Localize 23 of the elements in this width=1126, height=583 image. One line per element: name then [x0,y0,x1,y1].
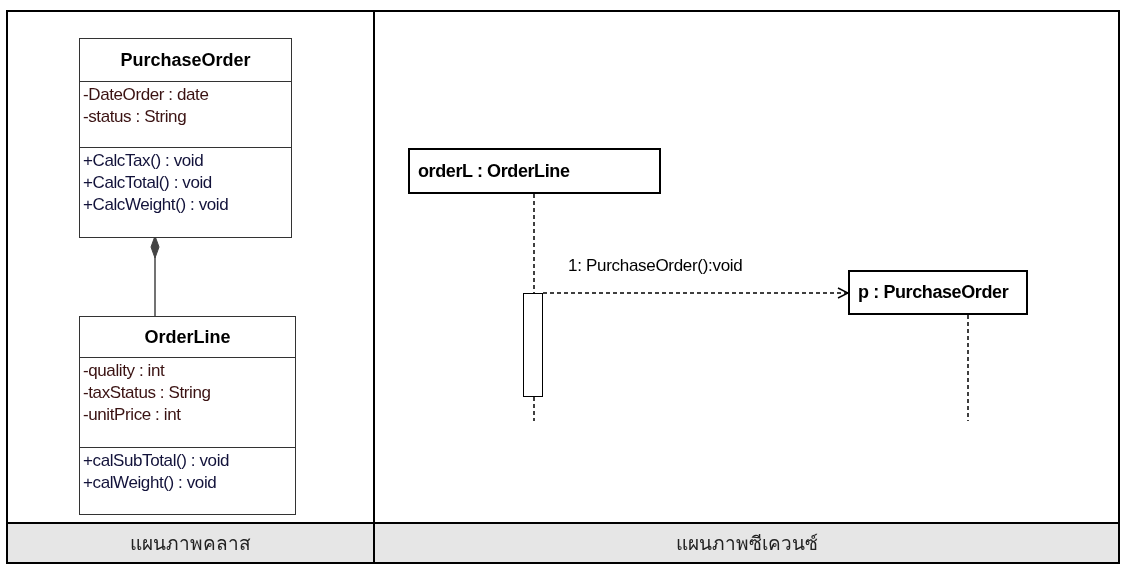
attribute-text: -DateOrder : date [83,84,209,106]
object-box [848,270,1028,315]
object-name: orderL : OrderLine [418,160,570,182]
operation-text: +CalcTax() : void [83,150,204,172]
attribute-text: -unitPrice : int [83,404,181,426]
operation-text: +calSubTotal() : void [83,450,230,472]
attribute-text: -taxStatus : String [83,382,211,404]
caption-cell: แผนภาพคลาส [8,524,373,562]
class-box [79,316,296,515]
activation-bar [523,293,543,397]
class-name: OrderLine [144,326,231,348]
edge-label: 1: PurchaseOrder():void [568,256,743,276]
operation-text: +CalcTotal() : void [83,172,212,194]
operation-text: +calWeight() : void [83,472,217,494]
class-box [79,38,292,238]
class-name: PurchaseOrder [120,49,251,71]
operation-text: +CalcWeight() : void [83,194,229,216]
caption-cell: แผนภาพซีเควนซ์ [375,524,1118,562]
attribute-text: -quality : int [83,360,165,382]
object-name: p : PurchaseOrder [858,282,1009,303]
object-box [408,148,661,194]
attribute-text: -status : String [83,106,187,128]
message-arrow [542,287,849,299]
